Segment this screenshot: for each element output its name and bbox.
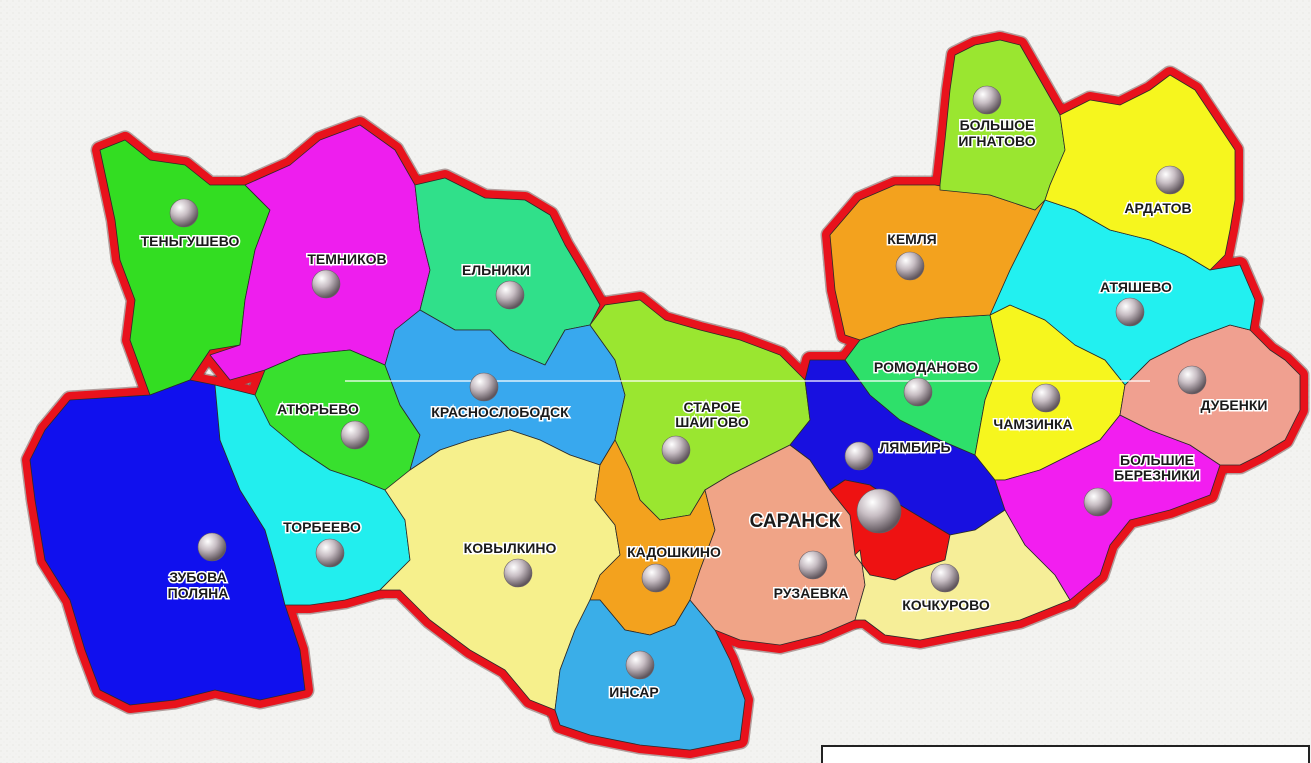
marker-lyambir[interactable] bbox=[844, 441, 874, 471]
marker-atyashevo[interactable] bbox=[1115, 297, 1145, 327]
marker-kemlya[interactable] bbox=[895, 251, 925, 281]
label-torbeevo: ТОРБЕЕВО bbox=[283, 519, 361, 535]
label-ardatov: АРДАТОВ bbox=[1124, 200, 1191, 216]
label-atyashevo: АТЯШЕВО bbox=[1100, 279, 1172, 295]
marker-elniki[interactable] bbox=[495, 280, 525, 310]
marker-staroe-shaigovo[interactable] bbox=[661, 435, 691, 465]
region-kemlya[interactable] bbox=[829, 184, 1046, 341]
label-kovylkino: КОВЫЛКИНО bbox=[464, 540, 557, 556]
marker-insar[interactable] bbox=[625, 650, 655, 680]
marker-torbeevo[interactable] bbox=[315, 538, 345, 568]
region-bolshoe-ignatovo[interactable] bbox=[939, 39, 1066, 211]
marker-atyurevo[interactable] bbox=[340, 420, 370, 450]
marker-bolshie-bereznyki[interactable] bbox=[1083, 487, 1113, 517]
marker-bolshoe-ignatovo[interactable] bbox=[972, 85, 1002, 115]
label-krasnoslobodsk: КРАСНОСЛОБОДСК bbox=[431, 404, 569, 420]
marker-kadoshkino[interactable] bbox=[641, 563, 671, 593]
marker-krasnoslobodsk[interactable] bbox=[469, 372, 499, 402]
label-insar: ИНСАР bbox=[609, 684, 658, 700]
label-ruzaevka: РУЗАЕВКА bbox=[774, 585, 849, 601]
label-dubenki: ДУБЕНКИ bbox=[1201, 397, 1268, 413]
label-romodanovo: РОМОДАНОВО bbox=[874, 359, 978, 375]
marker-tengushevo[interactable] bbox=[169, 198, 199, 228]
label-kemlya: КЕМЛЯ bbox=[887, 231, 936, 247]
label-temnikov: ТЕМНИКОВ bbox=[307, 251, 386, 267]
region-ardatov[interactable] bbox=[1044, 74, 1236, 271]
label-saransk: САРАНСК bbox=[750, 511, 841, 532]
marker-ruzaevka[interactable] bbox=[798, 550, 828, 580]
marker-kovylkino[interactable] bbox=[503, 558, 533, 588]
marker-ardatov[interactable] bbox=[1155, 165, 1185, 195]
label-kochkurovo: КОЧКУРОВО bbox=[902, 597, 990, 613]
label-lyambir: ЛЯМБИРЬ bbox=[879, 439, 950, 455]
marker-dubenki[interactable] bbox=[1177, 365, 1207, 395]
marker-romodanovo[interactable] bbox=[903, 377, 933, 407]
marker-chamzinka[interactable] bbox=[1031, 383, 1061, 413]
label-elniki: ЕЛЬНИКИ bbox=[462, 262, 530, 278]
marker-zubova-polyana[interactable] bbox=[197, 532, 227, 562]
inset-frame bbox=[821, 745, 1310, 763]
label-atyurevo: АТЮРЬЕВО bbox=[277, 401, 359, 417]
label-kadoshkino: КАДОШКИНО bbox=[627, 544, 721, 560]
markers-layer bbox=[169, 85, 1207, 680]
marker-saransk[interactable] bbox=[856, 488, 902, 534]
marker-kochkurovo[interactable] bbox=[930, 563, 960, 593]
marker-temnikov[interactable] bbox=[311, 269, 341, 299]
label-chamzinka: ЧАМЗИНКА bbox=[993, 416, 1072, 432]
label-tengushevo: ТЕНЬГУШЕВО bbox=[141, 233, 240, 249]
